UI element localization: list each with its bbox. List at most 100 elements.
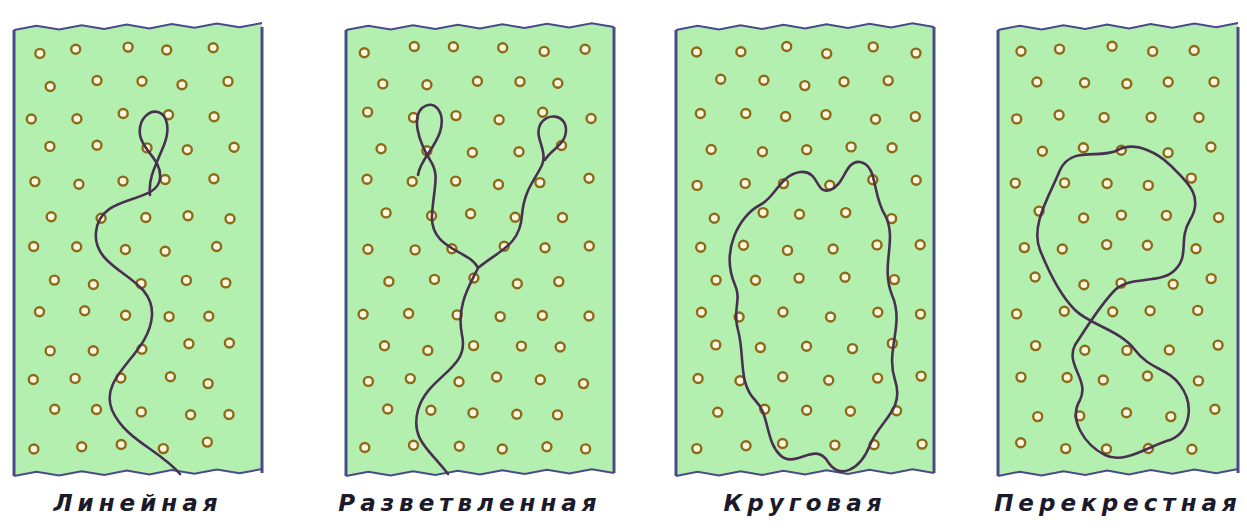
ribosome-dot <box>124 43 133 52</box>
ribosome-dot <box>360 48 369 57</box>
cytoplasm-panel <box>676 23 934 476</box>
ribosome-dot <box>1193 306 1202 315</box>
ribosome-dot <box>1063 373 1072 382</box>
ribosome-dot <box>204 312 213 321</box>
ribosome-dot <box>871 115 880 124</box>
ribosome-dot <box>758 147 767 156</box>
ribosome-dot <box>209 174 218 183</box>
ribosome-dot <box>1143 241 1152 250</box>
ribosome-dot <box>716 75 725 84</box>
ribosome-dot <box>409 441 418 450</box>
ribosome-dot <box>119 109 128 118</box>
ribosome-dot <box>1038 147 1047 156</box>
ribosome-dot <box>696 243 705 252</box>
ribosome-dot <box>182 276 191 285</box>
cell-wall <box>13 30 16 476</box>
ribosome-dot <box>585 312 594 321</box>
ribosome-dot <box>50 276 59 285</box>
ribosome-dot <box>210 112 219 121</box>
ribosome-dot <box>495 115 504 124</box>
ribosome-dot <box>848 344 857 353</box>
ribosome-dot <box>138 77 147 86</box>
ribosome-dot <box>204 379 213 388</box>
ribosome-dot <box>119 177 128 186</box>
ribosome-dot <box>1195 113 1204 122</box>
ribosome-dot <box>1117 211 1126 220</box>
ribosome-dot <box>1016 438 1025 447</box>
ribosome-dot <box>29 375 38 384</box>
ribosome-dot <box>1011 179 1020 188</box>
cell-wall <box>345 30 348 476</box>
ribosome-dot <box>515 147 524 156</box>
ribosome-dot <box>141 213 150 222</box>
ribosome-dot <box>742 441 751 450</box>
ribosome-dot <box>581 444 590 453</box>
ribosome-dot <box>553 410 562 419</box>
ribosome-dot <box>452 111 461 120</box>
ribosome-dot <box>888 143 897 152</box>
cut-edge <box>676 23 934 30</box>
ribosome-dot <box>710 214 719 223</box>
ribosome-dot <box>455 442 464 451</box>
ribosome-dot <box>517 342 526 351</box>
ribosome-dot <box>822 110 831 119</box>
ribosome-dot <box>553 79 562 88</box>
ribosome-dot <box>1165 346 1174 355</box>
ribosome-dot <box>426 406 435 415</box>
ribosome-dot <box>466 209 475 218</box>
ribosome-dot <box>161 247 170 256</box>
ribosome-dot <box>92 405 101 414</box>
ribosome-dot <box>166 372 175 381</box>
ribosome-dot <box>911 112 920 121</box>
cut-edge <box>998 469 1238 476</box>
ribosome-dot <box>513 279 522 288</box>
ribosome-dot <box>693 181 702 190</box>
ribosome-dot <box>225 339 234 348</box>
ribosome-dot <box>1210 405 1219 414</box>
ribosome-dot <box>713 408 722 417</box>
cut-edge <box>14 23 262 30</box>
ribosome-dot <box>516 77 525 86</box>
ribosome-dot <box>711 340 720 349</box>
branched-dna <box>416 105 566 474</box>
ribosome-dot <box>363 108 372 117</box>
panel-caption: Линейная <box>53 490 222 516</box>
ribosome-dot <box>541 243 550 252</box>
ribosome-dot <box>841 208 850 217</box>
ribosome-dot <box>212 242 221 251</box>
ribosome-dot <box>46 346 55 355</box>
ribosome-dot <box>581 45 590 54</box>
ribosome-dot <box>795 210 804 219</box>
ribosome-dot <box>847 142 856 151</box>
ribosome-dot <box>1206 143 1215 152</box>
ribosome-dot <box>694 374 703 383</box>
ribosome-dot <box>890 275 899 284</box>
ribosome-dot <box>1122 79 1131 88</box>
ribosome-dot <box>406 374 415 383</box>
cell-wall <box>613 27 616 473</box>
ribosome-dot <box>1060 178 1069 187</box>
ribosome-dot <box>137 407 146 416</box>
ribosome-dot <box>751 276 760 285</box>
ribosome-dot <box>468 148 477 157</box>
ribosome-dot <box>824 376 833 385</box>
ribosome-dot <box>72 242 81 251</box>
ribosome-dot <box>93 141 102 150</box>
ribosome-dot <box>778 439 787 448</box>
ribosome-dot <box>45 142 54 151</box>
ribosome-dot <box>587 114 596 123</box>
ribosome-dot <box>1079 143 1088 152</box>
cell-wall <box>261 27 264 473</box>
ribosome-dot <box>383 405 392 414</box>
ribosome-dot <box>1079 214 1088 223</box>
ribosome-dot <box>579 379 588 388</box>
ribosome-dot <box>27 115 36 124</box>
ribosome-dot <box>696 109 705 118</box>
ribosome-dot <box>1012 114 1021 123</box>
ribosome-dot <box>692 444 701 453</box>
ribosome-dot <box>380 341 389 350</box>
ribosome-dot <box>498 445 507 454</box>
ribosome-dot <box>1079 280 1088 289</box>
ribosome-dot <box>585 242 594 251</box>
ribosome-dot <box>1146 306 1155 315</box>
